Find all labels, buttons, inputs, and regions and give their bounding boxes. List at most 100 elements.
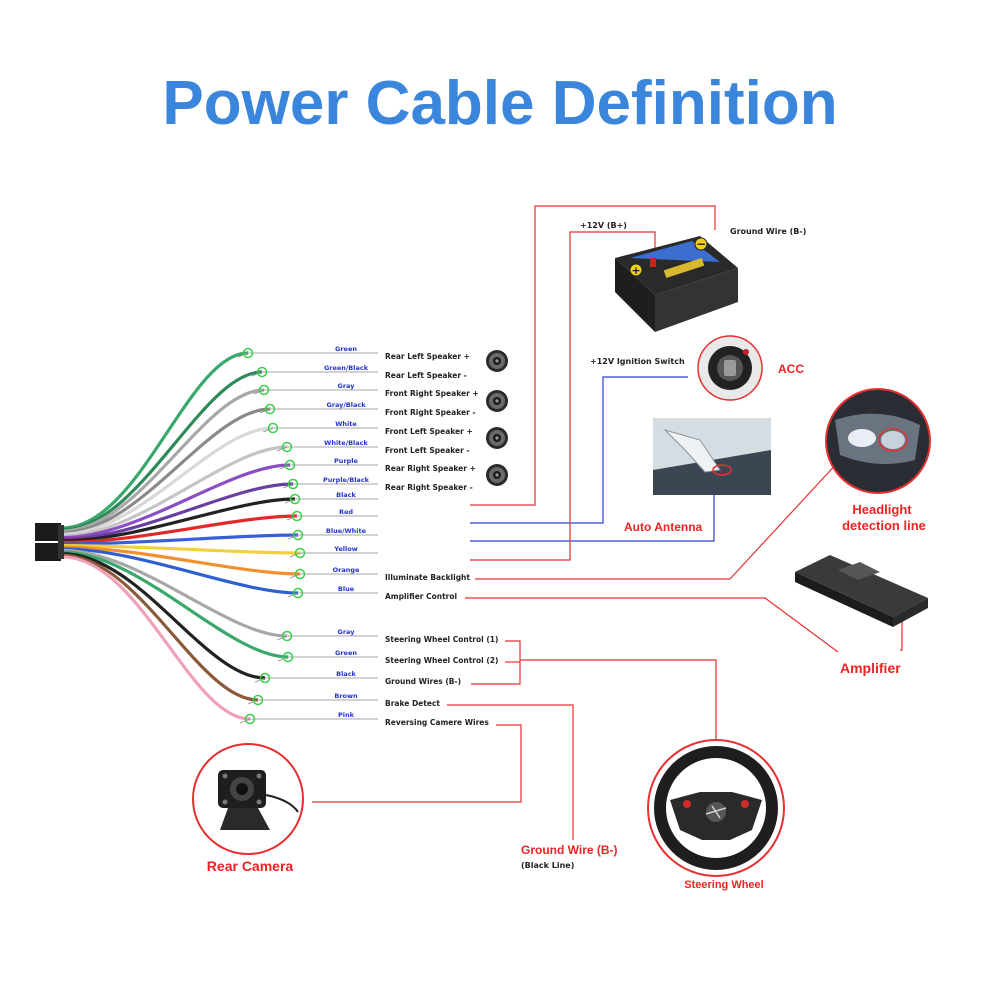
wire-marker — [287, 478, 299, 490]
amplifier-icon — [795, 555, 928, 627]
wire-color-label: Pink — [338, 711, 355, 719]
speaker-icons — [486, 350, 508, 486]
wire-function-label: Front Right Speaker + — [385, 389, 479, 398]
wire-color-label: Green/Black — [324, 364, 369, 372]
wire-function-label: Front Right Speaker - — [385, 408, 476, 417]
ignition-switch-icon — [697, 335, 763, 401]
wire-color-label: Brown — [334, 692, 358, 700]
svg-text:−: − — [696, 237, 706, 251]
wire-function-label: Steering Wheel Control (1) — [385, 635, 498, 644]
wire-leader-tick — [251, 371, 263, 377]
wire-leader-tick — [287, 592, 299, 598]
wire-marker — [292, 529, 304, 541]
battery-positive-line — [470, 231, 656, 561]
ground-bottom-label-1: Ground Wire (B-) — [521, 843, 618, 857]
rear-camera-icon — [192, 743, 304, 855]
wire-color-label: Blue/White — [326, 527, 367, 535]
ground-bottom-label-2: (Black Line) — [521, 861, 574, 870]
antenna-line — [470, 490, 715, 542]
svg-text:+: + — [631, 264, 640, 277]
wire-function-label: Rear Left Speaker + — [385, 352, 470, 361]
wire-leader-tick — [279, 464, 291, 470]
wire — [61, 548, 288, 638]
wire-function-label: Amplifier Control — [385, 592, 457, 601]
battery-positive-label: +12V (B+) — [580, 221, 627, 230]
wire-leader-tick — [239, 718, 251, 724]
wire-color-label: White/Black — [324, 439, 368, 447]
wire-color-label: Yellow — [333, 545, 357, 553]
wire-leader-tick — [254, 677, 266, 683]
wire — [61, 555, 251, 721]
wire-leader-tick — [247, 699, 259, 705]
wire-function-label: Rear Right Speaker + — [385, 464, 476, 473]
wire-color-label: Green — [335, 345, 357, 353]
wire-color-label: Gray — [338, 382, 356, 390]
wire-leader-tick — [287, 534, 299, 540]
wire-function-label: Front Left Speaker - — [385, 446, 470, 455]
wire-color-label: Purple/Black — [323, 476, 370, 484]
amplifier-line-2 — [900, 612, 903, 651]
brake-line — [447, 704, 574, 840]
wire-marker — [284, 459, 296, 471]
wire-marker — [282, 651, 294, 663]
ground-wire-label: Ground Wire (B-) — [730, 227, 806, 236]
wire-leader-tick — [276, 446, 288, 452]
speaker-icon — [486, 390, 508, 412]
camera-line — [312, 724, 522, 803]
wire-leader-tick — [262, 427, 274, 433]
headlight-line — [475, 459, 841, 580]
wire-color-label: Gray/Black — [326, 401, 366, 409]
connection-lines — [312, 205, 903, 840]
wire-color-label: Black — [336, 491, 356, 499]
page-title: Power Cable Definition — [162, 69, 837, 138]
wire — [61, 388, 265, 533]
wire — [61, 497, 296, 543]
wire-leader-tick — [284, 498, 296, 504]
wire — [61, 545, 301, 576]
harness-connector — [35, 523, 64, 561]
wire-color-label: White — [335, 420, 357, 428]
wire-marker — [289, 493, 301, 505]
wire — [61, 407, 271, 535]
wire-function-label: Ground Wires (B-) — [385, 677, 461, 686]
wire-harness — [61, 351, 301, 721]
wire — [61, 544, 301, 555]
wire-marker — [264, 403, 276, 415]
speaker-icon — [486, 350, 508, 372]
wire-marker — [244, 713, 256, 725]
wire-leader-tick — [289, 573, 301, 579]
wire-color-label: Blue — [338, 585, 355, 593]
wire-color-label: Green — [335, 649, 357, 657]
battery-icon: + − — [615, 236, 738, 332]
wire-leader-tick — [276, 635, 288, 641]
wire-leader-tick — [286, 515, 298, 521]
wire-marker — [256, 366, 268, 378]
wire-leader-tick — [253, 389, 265, 395]
steering-line — [520, 659, 717, 740]
wire-function-label: Steering Wheel Control (2) — [385, 656, 498, 665]
wire-leader-tick — [259, 408, 271, 414]
wire-marker — [259, 672, 271, 684]
wire — [61, 445, 288, 538]
wire-color-label: Black — [336, 670, 356, 678]
headlight-label-1: Headlight — [852, 502, 912, 517]
steering-wheel-label: Steering Wheel — [684, 879, 763, 891]
rear-camera-label: Rear Camera — [207, 858, 294, 874]
amplifier-line — [465, 597, 839, 653]
speaker-icon — [486, 464, 508, 486]
wire-function-label: Rear Left Speaker - — [385, 371, 467, 380]
wire — [61, 553, 259, 702]
wire-leader-tick — [277, 656, 289, 662]
wire-marker — [294, 547, 306, 559]
wire-marker — [291, 510, 303, 522]
wire-marker — [294, 568, 306, 580]
wire — [61, 463, 291, 540]
wire — [61, 370, 263, 532]
wire — [61, 351, 249, 530]
wire-color-label: Purple — [334, 457, 358, 465]
wire-marker — [258, 384, 270, 396]
wire-marker — [281, 630, 293, 642]
wire-function-label: Front Left Speaker + — [385, 427, 473, 436]
